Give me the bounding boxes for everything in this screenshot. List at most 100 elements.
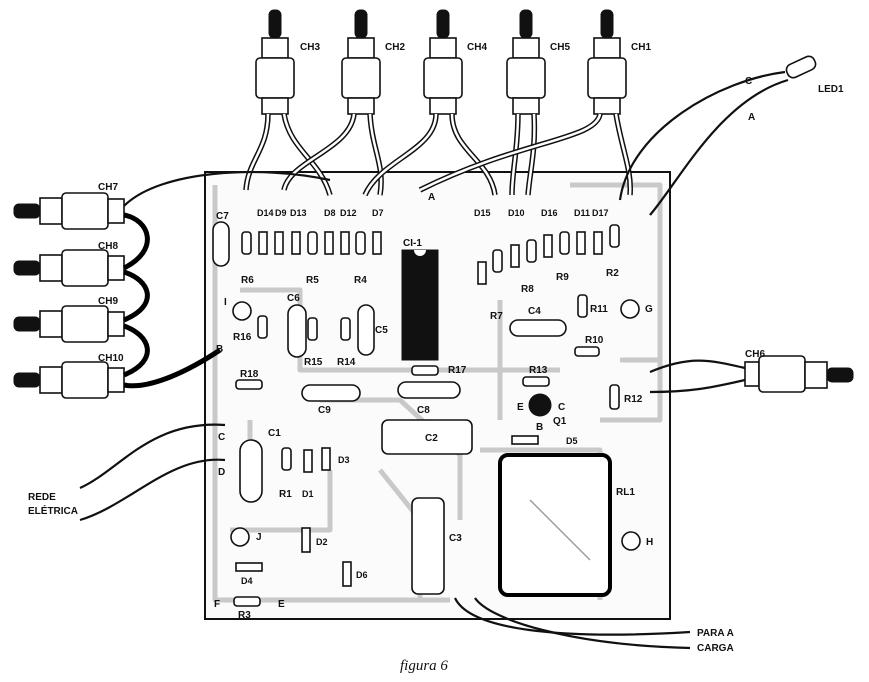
label-transistor-q1: Q1 (553, 416, 567, 427)
label-terminal-j: J (256, 532, 262, 543)
label-c9: C9 (318, 405, 331, 416)
diode-d6[interactable] (342, 561, 352, 587)
switch-ch1[interactable] (587, 9, 627, 115)
diode-d9[interactable] (274, 231, 284, 255)
diode-d14[interactable] (258, 231, 268, 255)
switch-ch6[interactable] (744, 355, 854, 393)
transistor-q1[interactable] (528, 393, 552, 417)
label-ch10: CH10 (98, 353, 124, 364)
resistor-r7[interactable] (492, 249, 503, 273)
top-switches (255, 9, 627, 115)
switch-wires (79, 70, 789, 650)
label-r12: R12 (624, 394, 643, 405)
switch-ch9[interactable] (13, 305, 125, 343)
resistor-r18[interactable] (235, 379, 263, 390)
label-r1: R1 (279, 489, 292, 500)
diode-d11[interactable] (576, 231, 586, 255)
diode-d16[interactable] (543, 234, 553, 258)
label-mains-line1: REDE (28, 492, 56, 503)
resistor-r5[interactable] (307, 231, 318, 255)
label-terminal-e: E (278, 599, 285, 610)
capacitor-c3[interactable] (411, 497, 445, 595)
diode-d3[interactable] (321, 447, 331, 471)
resistor-r14[interactable] (340, 317, 351, 341)
diode-d15[interactable] (477, 261, 487, 285)
resistor-r10[interactable] (574, 346, 600, 357)
resistor-r15[interactable] (307, 317, 318, 341)
label-d3: D3 (338, 455, 350, 465)
switch-ch10[interactable] (13, 361, 125, 399)
label-r3: R3 (238, 610, 251, 621)
switch-ch2[interactable] (341, 9, 381, 115)
capacitor-c7[interactable] (212, 221, 230, 267)
capacitor-c9[interactable] (301, 384, 361, 402)
diode-d13[interactable] (291, 231, 301, 255)
label-terminal-h: H (646, 537, 653, 548)
label-q1-pin-c: C (558, 402, 565, 413)
capacitor-c8[interactable] (397, 381, 461, 399)
resistor-r17[interactable] (411, 365, 439, 376)
label-d14: D14 (257, 208, 274, 218)
diode-d5[interactable] (511, 435, 539, 445)
label-ch2: CH2 (385, 42, 405, 53)
label-r15: R15 (304, 357, 323, 368)
relay-rl1[interactable] (498, 453, 612, 597)
diode-d4[interactable] (235, 562, 263, 572)
diode-d2[interactable] (301, 527, 311, 553)
diode-d7[interactable] (372, 231, 382, 255)
capacitor-c2[interactable] (381, 419, 473, 455)
resistor-r13[interactable] (522, 376, 550, 387)
label-d13: D13 (290, 208, 307, 218)
resistor-r11[interactable] (577, 294, 588, 318)
resistor-r4[interactable] (355, 231, 366, 255)
label-c8: C8 (417, 405, 430, 416)
label-d16: D16 (541, 208, 558, 218)
label-c1: C1 (268, 428, 281, 439)
diode-d8[interactable] (324, 231, 334, 255)
resistor-r9[interactable] (559, 231, 570, 255)
led1[interactable] (784, 54, 817, 79)
capacitor-c5[interactable] (357, 304, 375, 356)
diode-d1[interactable] (303, 449, 313, 473)
capacitor-c6[interactable] (287, 304, 307, 358)
switch-ch5[interactable] (506, 9, 546, 115)
label-ch8: CH8 (98, 241, 118, 252)
screw-i (232, 301, 252, 321)
label-ch9: CH9 (98, 296, 118, 307)
label-ch3: CH3 (300, 42, 320, 53)
label-r18: R18 (240, 369, 259, 380)
resistor-r8[interactable] (526, 239, 537, 263)
ic-ci1[interactable] (401, 249, 439, 361)
label-terminal-b: B (216, 344, 223, 355)
screw-j (230, 527, 250, 547)
label-mains-line2: ELÉTRICA (28, 504, 78, 517)
diode-d17[interactable] (593, 231, 603, 255)
screw-g (620, 299, 640, 319)
label-r7: R7 (490, 311, 503, 322)
resistor-r6[interactable] (241, 231, 252, 255)
label-r14: R14 (337, 357, 356, 368)
switch-ch8[interactable] (13, 249, 125, 287)
capacitor-c4[interactable] (509, 319, 567, 337)
diode-d12[interactable] (340, 231, 350, 255)
label-r17: R17 (448, 365, 467, 376)
switch-ch3[interactable] (255, 9, 295, 115)
label-r9: R9 (556, 272, 569, 283)
resistor-r2[interactable] (609, 224, 620, 248)
resistor-r16[interactable] (257, 315, 268, 339)
capacitor-c1[interactable] (239, 439, 263, 503)
resistor-r3[interactable] (233, 596, 261, 607)
switch-ch4[interactable] (423, 9, 463, 115)
resistor-r12[interactable] (609, 384, 620, 410)
resistor-r1[interactable] (281, 447, 292, 471)
label-terminal-f: F (214, 599, 220, 610)
component-labels: CH3 CH2 CH4 CH5 CH1 CH7 CH8 CH9 CH10 CH6… (28, 42, 844, 674)
label-terminal-i: I (224, 297, 227, 308)
diode-d10[interactable] (510, 244, 520, 268)
label-c2: C2 (425, 433, 438, 444)
label-d10: D10 (508, 208, 525, 218)
label-terminal-c: C (218, 432, 225, 443)
switch-ch7[interactable] (13, 192, 125, 230)
label-d12: D12 (340, 208, 357, 218)
